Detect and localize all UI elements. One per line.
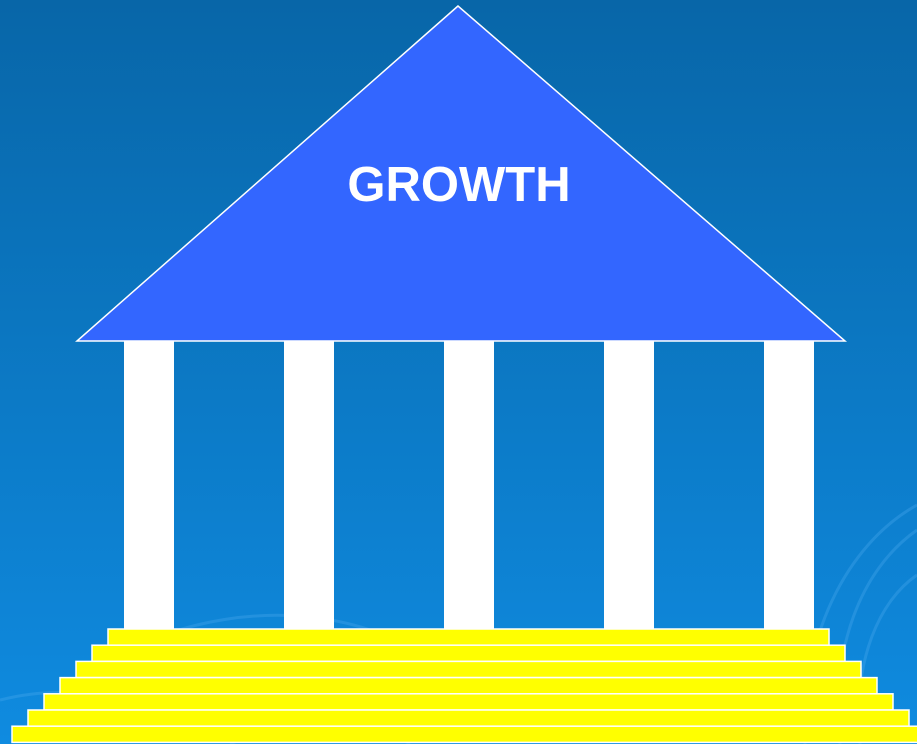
roof-triangle [75, 5, 848, 342]
pillar-2 [284, 340, 334, 632]
step-4 [59, 676, 878, 695]
step-5 [43, 693, 894, 711]
step-3 [75, 660, 862, 679]
pillar-4 [604, 340, 654, 632]
step-7 [11, 725, 917, 744]
pillar-3 [444, 340, 494, 632]
pillar-1 [124, 340, 174, 632]
steps-group [11, 628, 917, 744]
step-2 [91, 644, 846, 663]
roof-label: GROWTH [347, 158, 570, 212]
step-1 [107, 628, 830, 646]
pillars-group [124, 340, 814, 632]
step-6 [27, 709, 910, 727]
pillar-5 [764, 340, 814, 632]
